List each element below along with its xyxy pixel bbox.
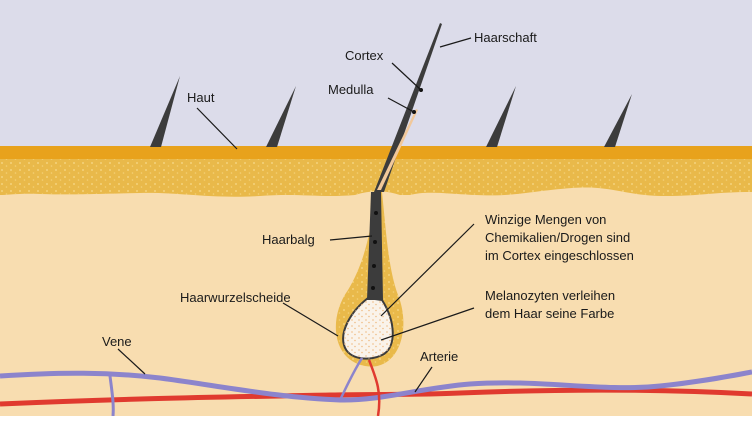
label-haarbalg: Haarbalg bbox=[262, 232, 315, 247]
label-cortex: Cortex bbox=[345, 48, 384, 63]
label-haut: Haut bbox=[187, 90, 215, 105]
label-vene: Vene bbox=[102, 334, 132, 349]
label-haarwurzelscheide: Haarwurzelscheide bbox=[180, 290, 291, 305]
label-arterie: Arterie bbox=[420, 349, 458, 364]
epidermis bbox=[0, 146, 752, 159]
label-chemikalien-line-3: im Cortex eingeschlossen bbox=[485, 248, 634, 263]
label-medulla: Medulla bbox=[328, 82, 374, 97]
label-haarschaft: Haarschaft bbox=[474, 30, 537, 45]
label-chemikalien-line-2: Chemikalien/Drogen sind bbox=[485, 230, 630, 245]
background-sky bbox=[0, 0, 752, 150]
label-chemikalien-line-1: Winzige Mengen von bbox=[485, 212, 606, 227]
label-melanozyten-line-1: Melanozyten verleihen bbox=[485, 288, 615, 303]
label-melanozyten-line-2: dem Haar seine Farbe bbox=[485, 306, 614, 321]
